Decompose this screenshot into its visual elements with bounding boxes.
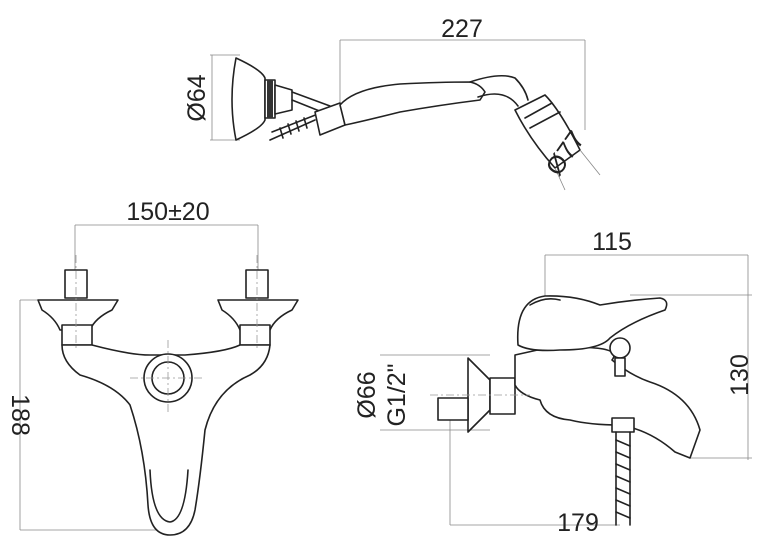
mixer-body: [61, 344, 271, 536]
handle: [339, 81, 486, 126]
dim-o66-label: Ø66: [353, 371, 381, 418]
diverter-ball: [609, 337, 631, 359]
dim-thread-label: G1/2": [383, 363, 411, 426]
right-inlet: [217, 269, 299, 346]
dim-o64-label: Ø64: [183, 74, 211, 121]
dim-179-label: 179: [557, 509, 599, 537]
wall-bracket: [231, 57, 266, 141]
front-view: 150±20 188: [6, 198, 299, 536]
hand-shower-view: 227 Ø64 Ø77: [183, 15, 601, 191]
dim-227-label: 227: [441, 15, 483, 43]
outlet-hose: [615, 431, 631, 526]
dim-150-label: 150±20: [126, 198, 209, 226]
lever-handle: [516, 295, 668, 352]
hose: [269, 113, 319, 141]
side-view: 115 130 Ø66 G1/2" 179: [353, 228, 754, 537]
left-inlet: [37, 269, 119, 346]
dim-188-label: 188: [6, 394, 34, 436]
side-body: [514, 344, 701, 459]
dim-130-label: 130: [726, 354, 754, 396]
dim-115-label: 115: [592, 228, 632, 256]
